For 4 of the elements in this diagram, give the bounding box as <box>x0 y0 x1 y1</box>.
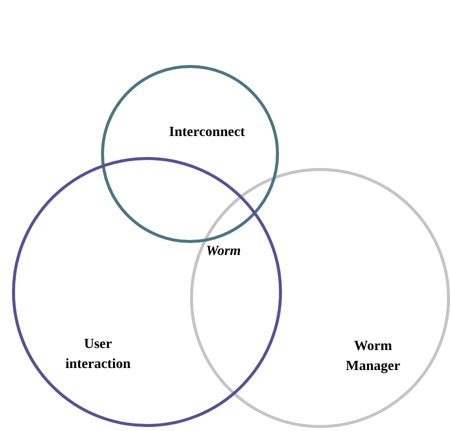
circle-label: User interaction <box>64 336 132 374</box>
circle-label: Worm Manager <box>344 338 402 376</box>
circle-label: Interconnect <box>168 124 246 142</box>
intersection-label: Worm <box>206 243 241 261</box>
